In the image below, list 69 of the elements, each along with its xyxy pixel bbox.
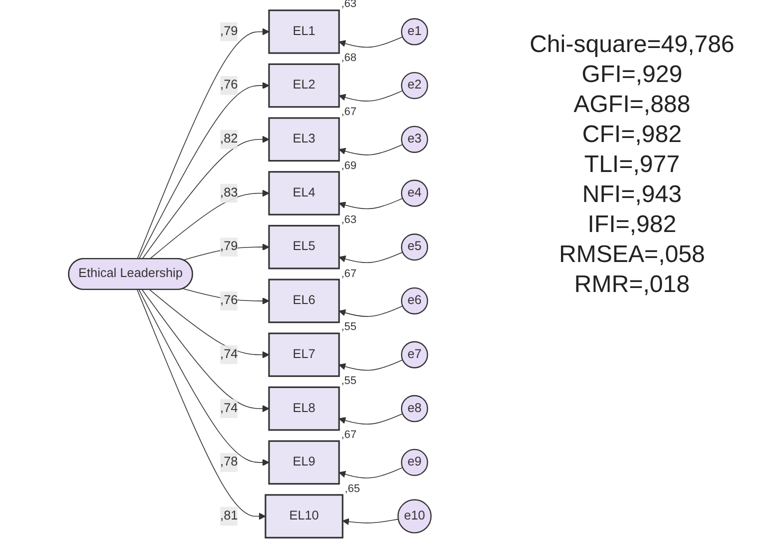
arrow	[150, 190, 270, 260]
arrow	[338, 360, 404, 371]
node-circle: e4	[401, 180, 428, 207]
fit-index: NFI=,943	[582, 180, 682, 210]
arrow	[150, 289, 270, 358]
fit-index: CFI=,982	[582, 120, 682, 150]
arrow	[142, 289, 270, 412]
fit-index: IFI=,982	[588, 210, 676, 240]
arrow	[338, 90, 404, 102]
arrow	[338, 306, 404, 317]
node-circle: e10	[398, 499, 432, 534]
node-circle: e5	[401, 234, 428, 261]
edge-label: ,76	[220, 294, 238, 308]
node-circle: e7	[401, 341, 428, 368]
fit-index: TLI=,977	[584, 150, 680, 180]
arrow	[138, 289, 270, 466]
squared-correlation: ,63	[341, 214, 357, 226]
node-box: EL7	[268, 332, 340, 377]
node-circle: e2	[401, 72, 428, 100]
edge-label: ,79	[220, 24, 238, 38]
node-box: EL5	[268, 224, 340, 270]
squared-correlation: ,67	[341, 106, 357, 118]
fit-index: GFI=,929	[582, 60, 682, 90]
arrow	[136, 289, 266, 520]
node-box: EL6	[268, 278, 340, 324]
arrow	[338, 252, 404, 264]
squared-correlation: ,63	[341, 0, 357, 10]
edge-label: ,78	[220, 455, 238, 469]
arrow	[338, 36, 404, 48]
edge-label: ,74	[220, 401, 238, 415]
squared-correlation: ,55	[341, 375, 357, 388]
fit-index: RMR=,018	[574, 270, 690, 300]
edge-label: ,83	[220, 186, 238, 200]
node-circle: e6	[401, 287, 428, 314]
edge-label: ,76	[220, 78, 238, 92]
squared-correlation: ,67	[341, 429, 357, 442]
fit-index: RMSEA=,058	[558, 240, 706, 270]
edge-label: ,79	[220, 240, 238, 254]
arrow	[338, 467, 404, 478]
squared-correlation: ,65	[344, 482, 360, 495]
edge-label: ,74	[220, 348, 238, 362]
arrow	[338, 144, 404, 156]
fit-index: Chi-square=49,786	[530, 30, 734, 60]
arrow	[142, 136, 270, 260]
node-circle: e9	[401, 448, 428, 476]
node-circle: e1	[401, 18, 428, 46]
arrow	[342, 518, 399, 526]
fit-index: AGFI=,888	[574, 90, 690, 120]
squared-correlation: ,69	[341, 160, 357, 172]
node-circle: e3	[401, 126, 428, 153]
arrow	[338, 413, 404, 425]
squared-correlation: ,68	[341, 52, 357, 64]
node-box: EL2	[268, 63, 340, 108]
node-circle: e8	[401, 395, 428, 422]
arrow	[183, 288, 270, 304]
arrow	[183, 244, 270, 260]
node-box: EL10	[264, 494, 344, 538]
node-box: EL9	[268, 440, 340, 485]
node-box: EL1	[268, 10, 340, 54]
arrow	[138, 82, 270, 260]
node-box: EL3	[268, 117, 340, 162]
squared-correlation: ,67	[341, 268, 357, 280]
edge-label: ,82	[220, 132, 238, 146]
edge-label: ,81	[220, 509, 238, 523]
arrow	[338, 198, 404, 210]
node-box: EL4	[268, 171, 340, 216]
arrow	[136, 28, 270, 260]
node-box: EL8	[268, 386, 340, 431]
squared-correlation: ,55	[341, 321, 357, 334]
